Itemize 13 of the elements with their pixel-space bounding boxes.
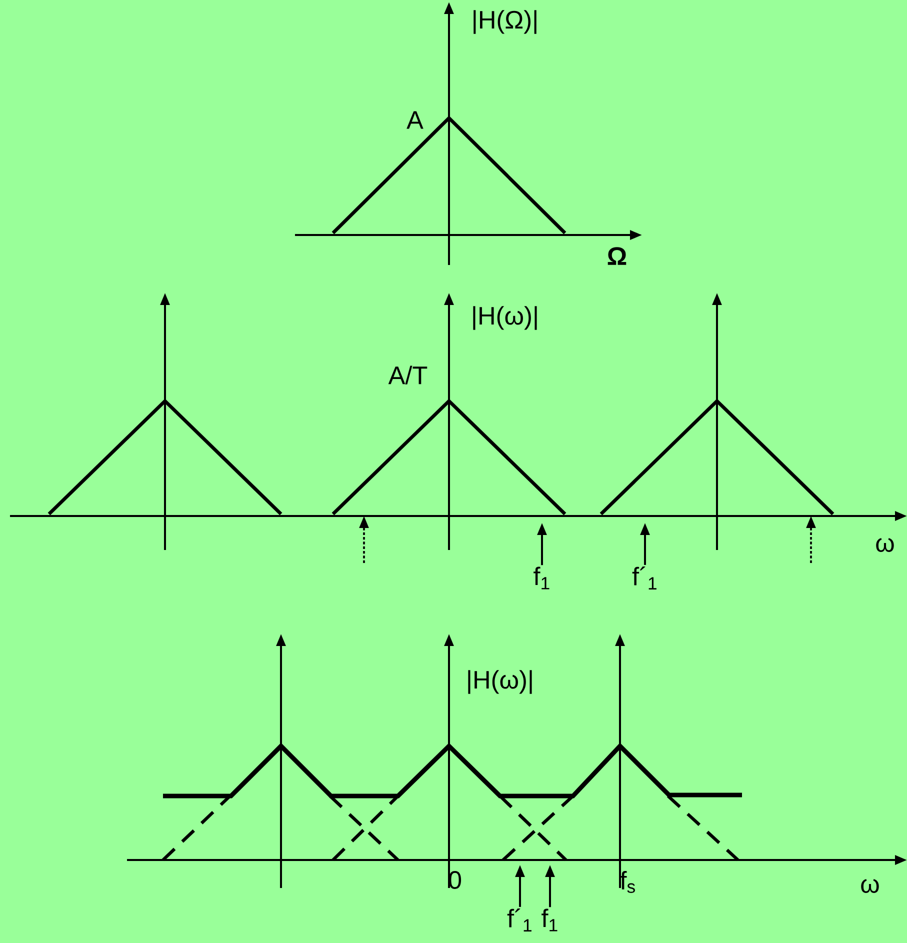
axis-label: Ω — [608, 247, 626, 265]
axis-label: |H(Ω)| — [474, 10, 536, 34]
axis-label: |H(ω)| — [473, 306, 537, 330]
axis-label: ω — [876, 538, 894, 552]
axis-label: A — [406, 111, 424, 129]
frequency-label: f$_{1}$ — [534, 566, 550, 590]
axis-label: |H(ω)| — [468, 670, 532, 694]
frequency-label: f´$_{1}$ — [507, 908, 532, 932]
frequency-label: f´$_{1}$ — [632, 566, 656, 590]
axis-label: A/T — [388, 366, 428, 384]
frequency-label: f$_{1}$ — [542, 908, 558, 932]
axis-label: ω — [861, 879, 879, 893]
axis-label: f$_{s}$ — [620, 871, 635, 893]
